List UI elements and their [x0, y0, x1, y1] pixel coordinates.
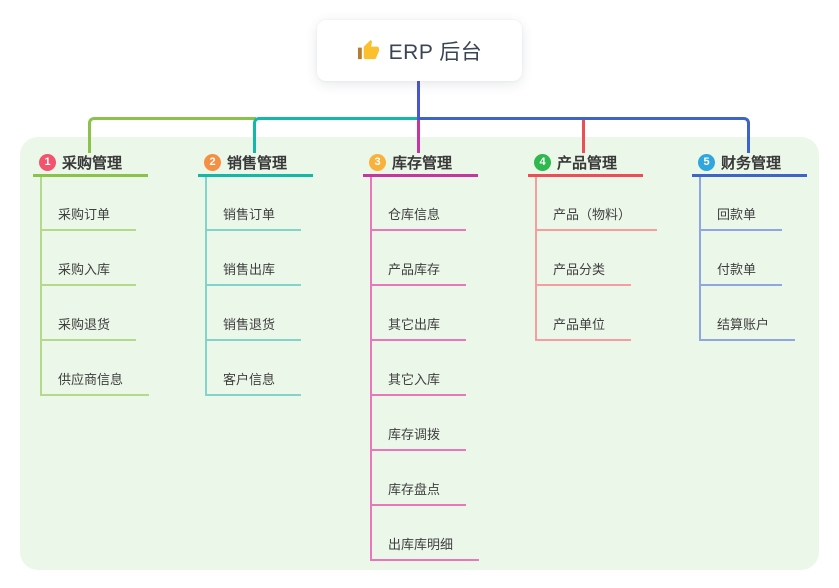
branch-rail-1 [40, 177, 42, 396]
child-node-4-1[interactable]: 产品（物料） [535, 206, 658, 231]
branch-node-4[interactable]: 4 产品管理 [528, 150, 643, 177]
branch-rail-5 [699, 177, 701, 341]
child-node-5-2[interactable]: 付款单 [699, 261, 783, 286]
branch-rail-4 [535, 177, 537, 341]
branch-badge-5: 5 [698, 153, 715, 171]
child-node-5-1[interactable]: 回款单 [699, 206, 783, 231]
child-node-3-5[interactable]: 库存调拨 [370, 426, 467, 451]
child-node-2-2[interactable]: 销售出库 [205, 261, 302, 286]
branch-node-5[interactable]: 5 财务管理 [692, 150, 807, 177]
child-node-3-4[interactable]: 其它入库 [370, 371, 467, 396]
branch-node-1[interactable]: 1 采购管理 [33, 150, 148, 177]
child-node-5-3[interactable]: 结算账户 [699, 316, 796, 341]
branch-label-3: 库存管理 [392, 154, 453, 172]
branch-label-4: 产品管理 [557, 154, 618, 172]
child-node-3-2[interactable]: 产品库存 [370, 261, 467, 286]
branch-label-1: 采购管理 [62, 154, 123, 172]
link-branch-1 [88, 117, 256, 153]
link-branch-3 [417, 120, 420, 153]
branch-badge-3: 3 [369, 153, 386, 171]
branches-panel [20, 137, 819, 570]
child-node-3-3[interactable]: 其它出库 [370, 316, 467, 341]
branch-badge-2: 2 [204, 153, 221, 171]
branch-label-2: 销售管理 [227, 154, 288, 172]
child-node-4-3[interactable]: 产品单位 [535, 316, 632, 341]
child-node-3-6[interactable]: 库存盘点 [370, 481, 467, 506]
child-node-3-1[interactable]: 仓库信息 [370, 206, 467, 231]
branch-badge-1: 1 [39, 153, 56, 171]
branch-badge-4: 4 [534, 153, 551, 171]
link-branch-4 [582, 120, 585, 153]
link-root [417, 81, 420, 120]
child-node-2-1[interactable]: 销售订单 [205, 206, 302, 231]
link-branch-5 [418, 117, 750, 153]
thumbs-up-icon [357, 39, 380, 62]
child-node-1-4[interactable]: 供应商信息 [40, 371, 150, 396]
branch-label-5: 财务管理 [721, 154, 782, 172]
root-label: ERP 后台 [388, 40, 483, 64]
child-node-1-1[interactable]: 采购订单 [40, 206, 137, 231]
branch-rail-2 [205, 177, 207, 396]
child-node-3-7[interactable]: 出库库明细 [370, 536, 480, 561]
child-node-2-3[interactable]: 销售退货 [205, 316, 302, 341]
root-node[interactable]: ERP 后台 [317, 20, 522, 81]
branch-node-2[interactable]: 2 销售管理 [198, 150, 313, 177]
child-node-1-3[interactable]: 采购退货 [40, 316, 137, 341]
branch-rail-3 [370, 177, 372, 561]
child-node-4-2[interactable]: 产品分类 [535, 261, 632, 286]
child-node-1-2[interactable]: 采购入库 [40, 261, 137, 286]
branch-node-3[interactable]: 3 库存管理 [363, 150, 478, 177]
link-branch-2 [253, 117, 421, 153]
child-node-2-4[interactable]: 客户信息 [205, 371, 302, 396]
